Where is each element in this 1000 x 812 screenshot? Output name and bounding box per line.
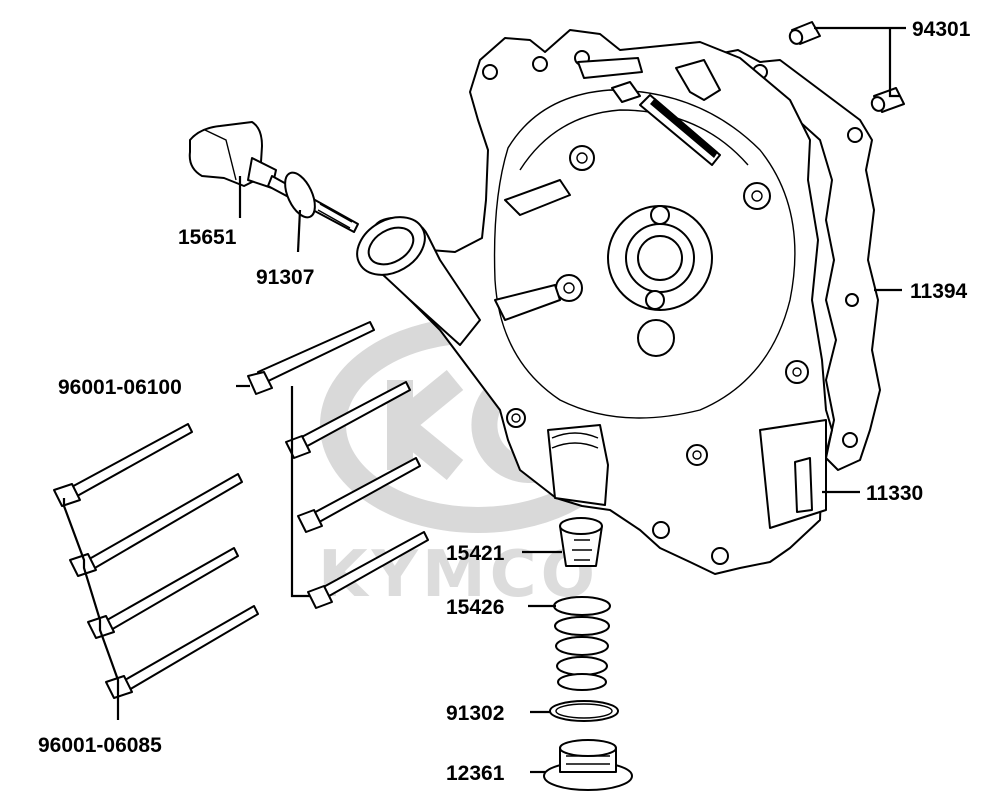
label-91307: 91307 [256,266,314,289]
label-15426: 15426 [446,596,504,619]
leader-lines [62,26,906,774]
bolt [247,321,375,395]
bolts-96001 [53,321,429,699]
drain-plug-12361 [543,739,633,791]
strainer-15421 [559,517,603,567]
o-ring-91302 [549,700,619,722]
bolt [307,531,429,609]
bolt [53,423,193,507]
watermark-k [387,369,464,481]
label-15651: 15651 [178,226,237,249]
bolt [297,457,421,533]
label-94301: 94301 [912,18,971,41]
dowel-pins-94301 [788,21,905,113]
label-12361: 12361 [446,762,505,785]
crankcase-cover-11330 [356,29,833,575]
o-ring-91307 [284,171,316,219]
label-11330: 11330 [866,482,923,505]
label-15421: 15421 [446,542,505,565]
label-11394: 11394 [910,280,968,303]
bolt [105,605,259,699]
label-96001-06100: 96001-06100 [58,376,182,399]
dipstick-15651 [188,121,359,233]
bolt [69,473,243,577]
part-labels: 94301 15651 91307 11394 96001-06100 1133… [38,18,971,785]
bolt [87,547,239,639]
label-91302: 91302 [446,702,504,725]
spring-15426 [553,596,611,691]
label-96001-06085: 96001-06085 [38,734,162,757]
